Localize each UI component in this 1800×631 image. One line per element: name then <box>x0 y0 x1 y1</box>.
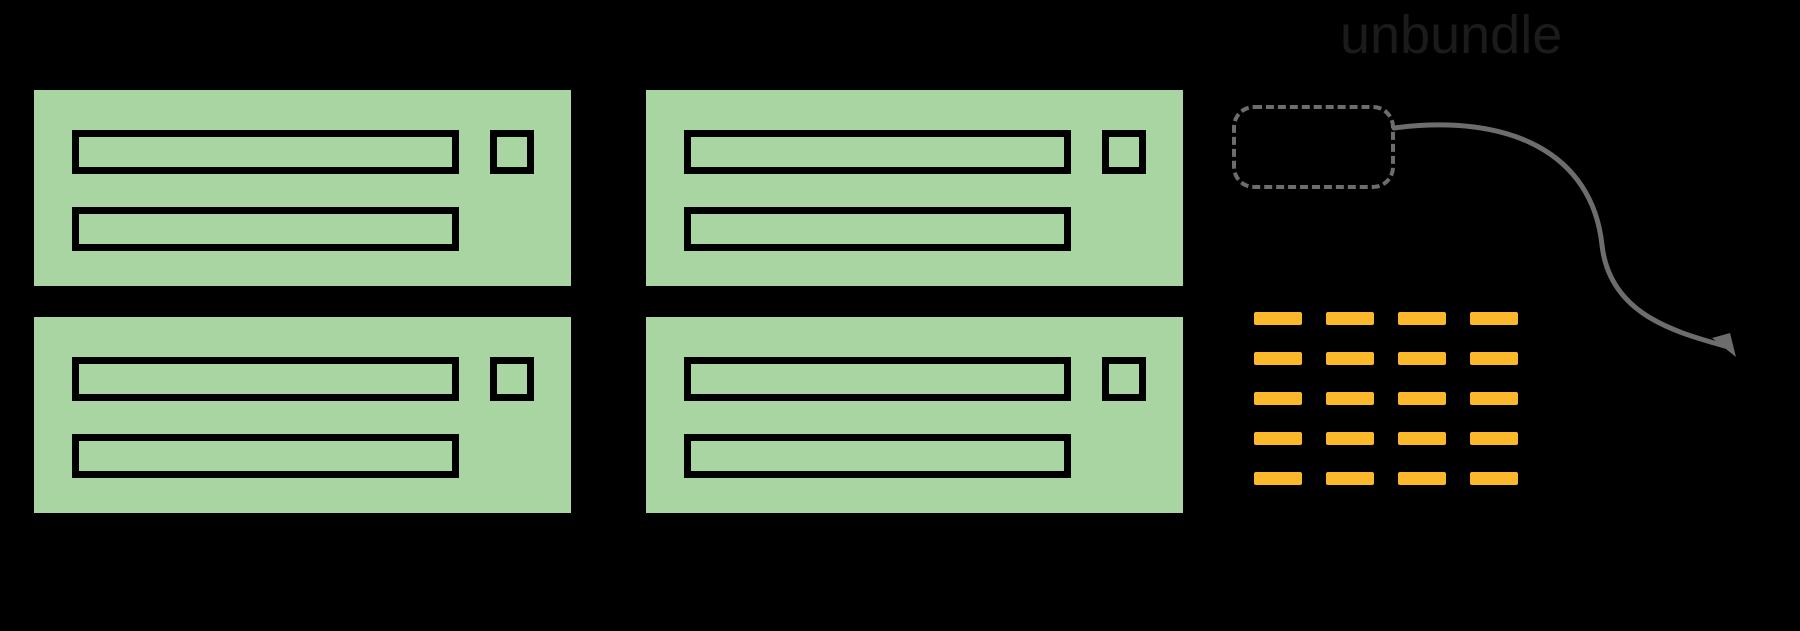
record-field-secondary <box>72 434 459 478</box>
unbundled-item-dash <box>1398 472 1446 485</box>
unbundle-flow-arrow-render <box>1391 122 1736 357</box>
record-field-primary <box>684 357 1071 401</box>
record-chip-icon <box>1102 130 1146 174</box>
unbundled-item-dash <box>1254 472 1302 485</box>
record-card[interactable] <box>646 90 1183 286</box>
extracted-chip-icon <box>1261 127 1303 171</box>
unbundle-selection-group[interactable] <box>1232 105 1395 189</box>
unbundled-item-dash <box>1326 432 1374 445</box>
unbundled-item-dash <box>1398 312 1446 325</box>
record-chip-icon <box>490 130 534 174</box>
unbundled-item-dash <box>1398 392 1446 405</box>
arrow-curve-path <box>1391 122 1731 350</box>
unbundled-items-grid <box>1254 312 1544 492</box>
unbundled-item-dash <box>1326 392 1374 405</box>
record-field-secondary <box>72 207 459 251</box>
unbundled-item-dash <box>1254 352 1302 365</box>
record-chip-icon <box>1102 357 1146 401</box>
unbundled-item-dash <box>1326 352 1374 365</box>
arrow-head <box>1712 333 1736 357</box>
unbundled-item-dash <box>1470 352 1518 365</box>
record-chip-icon <box>490 357 534 401</box>
unbundled-item-dash <box>1254 432 1302 445</box>
record-card[interactable] <box>34 317 571 513</box>
record-field-secondary <box>684 207 1071 251</box>
record-field-primary <box>72 357 459 401</box>
record-field-primary <box>684 130 1071 174</box>
unbundled-item-dash <box>1470 392 1518 405</box>
unbundled-item-dash <box>1254 392 1302 405</box>
unbundled-item-dash <box>1470 472 1518 485</box>
unbundled-item-dash <box>1326 312 1374 325</box>
record-card[interactable] <box>646 317 1183 513</box>
record-field-primary <box>72 130 459 174</box>
unbundled-item-dash <box>1326 472 1374 485</box>
unbundled-item-dash <box>1398 352 1446 365</box>
record-card[interactable] <box>34 90 571 286</box>
unbundle-label: unbundle <box>1340 5 1563 65</box>
unbundled-item-dash <box>1398 432 1446 445</box>
unbundled-item-dash <box>1470 432 1518 445</box>
unbundled-item-dash <box>1470 312 1518 325</box>
unbundled-item-dash <box>1254 312 1302 325</box>
extracted-chip-icon <box>1329 127 1371 171</box>
record-field-secondary <box>684 434 1071 478</box>
